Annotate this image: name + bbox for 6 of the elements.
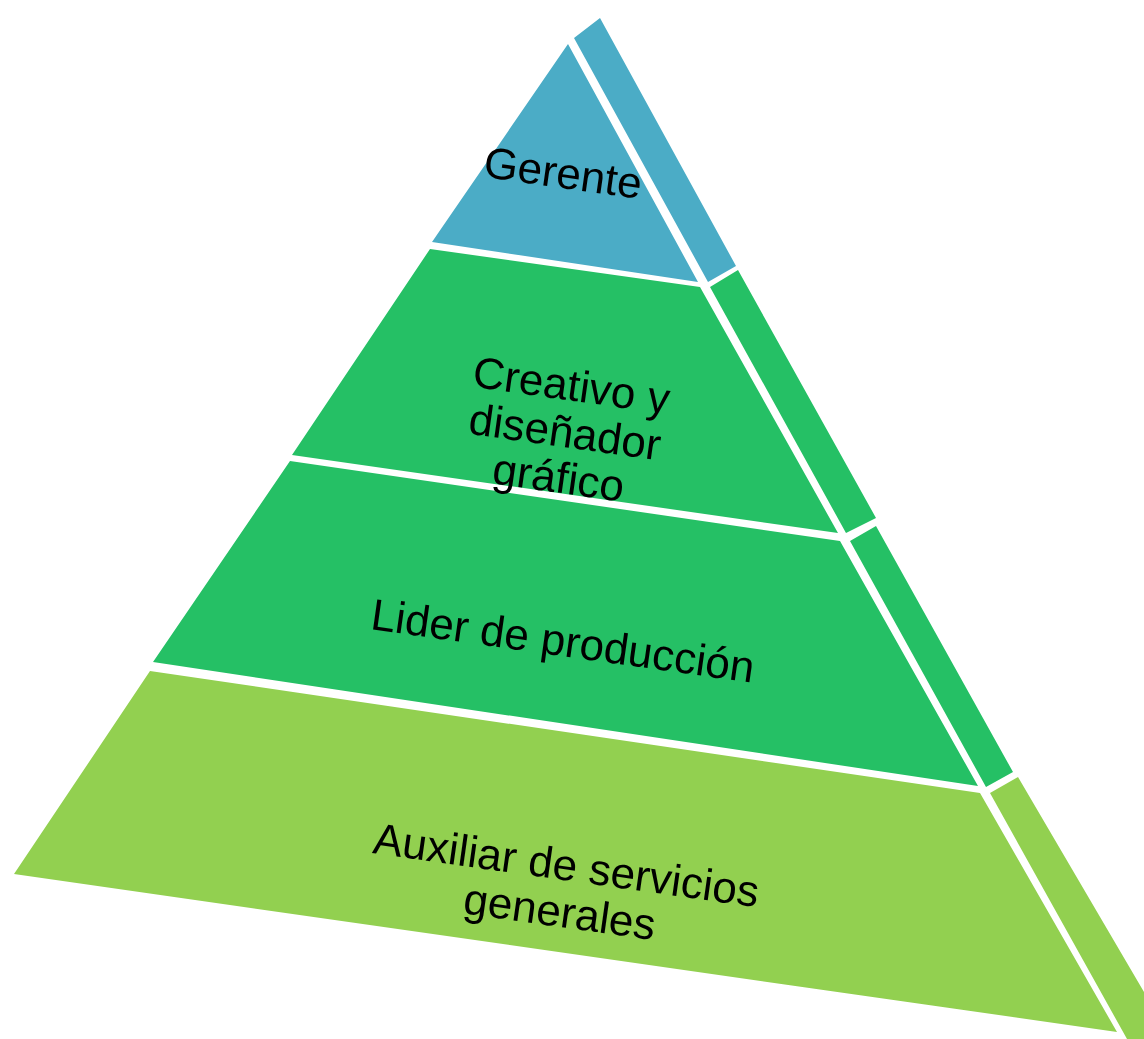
tier-label: Gerente (480, 136, 647, 210)
pyramid-tier (292, 249, 876, 533)
tier-label: Lider de producción (367, 588, 759, 694)
pyramid-tier (432, 18, 736, 282)
tier-label: Creativo y diseñador gráfico (465, 345, 675, 513)
tier-label: Auxiliar de servicios generales (369, 812, 764, 951)
